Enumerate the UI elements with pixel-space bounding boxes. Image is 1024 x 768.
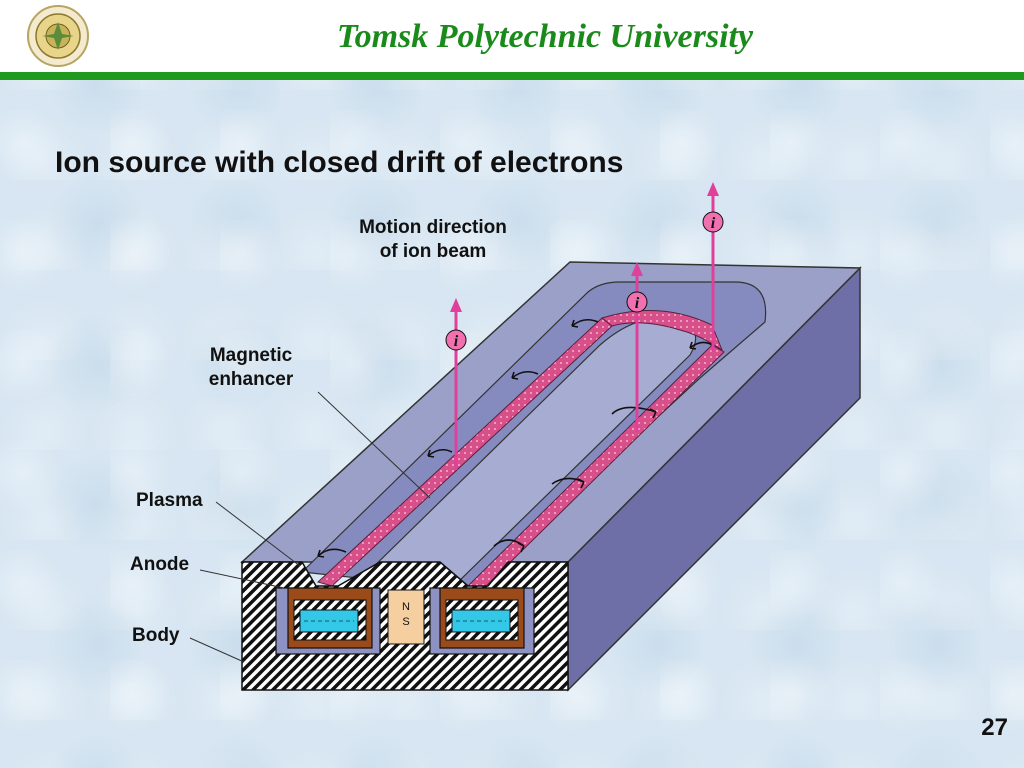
slide-title: Ion source with closed drift of electron… (55, 146, 624, 179)
plasma-channel-curve (600, 310, 724, 352)
magnetic-enhancer-line1: Magnetic (209, 345, 293, 366)
header-divider (0, 72, 1024, 80)
body-label: Body (132, 625, 180, 646)
motion-direction-label: Motion direction of ion beam (340, 216, 526, 264)
header-bar (0, 0, 1024, 72)
magnetic-enhancer-line2: enhancer (208, 369, 294, 390)
ion-markers: i i i (445, 211, 724, 351)
leader-lines (189, 391, 431, 663)
anode-label: Anode (130, 554, 190, 575)
electron-drift-arrows (317, 318, 715, 558)
plasma-label: Plasma (136, 490, 203, 511)
magnet-north-label: N (402, 601, 410, 613)
magnet-south-label: S (402, 616, 409, 628)
ion-marker-right-label: i (711, 215, 716, 232)
university-logo (27, 5, 89, 67)
university-title: Tomsk Polytechnic University (336, 18, 754, 55)
ion-marker-left-label: i (454, 333, 459, 350)
central-magnet (387, 589, 425, 645)
ion-marker-middle-label: i (635, 295, 640, 312)
motion-direction-line1: Motion direction (359, 217, 507, 238)
page-number: 27 (981, 714, 1008, 741)
motion-direction-line2: of ion beam (379, 241, 487, 262)
magnetic-enhancer-label: Magnetic enhancer (196, 344, 306, 392)
